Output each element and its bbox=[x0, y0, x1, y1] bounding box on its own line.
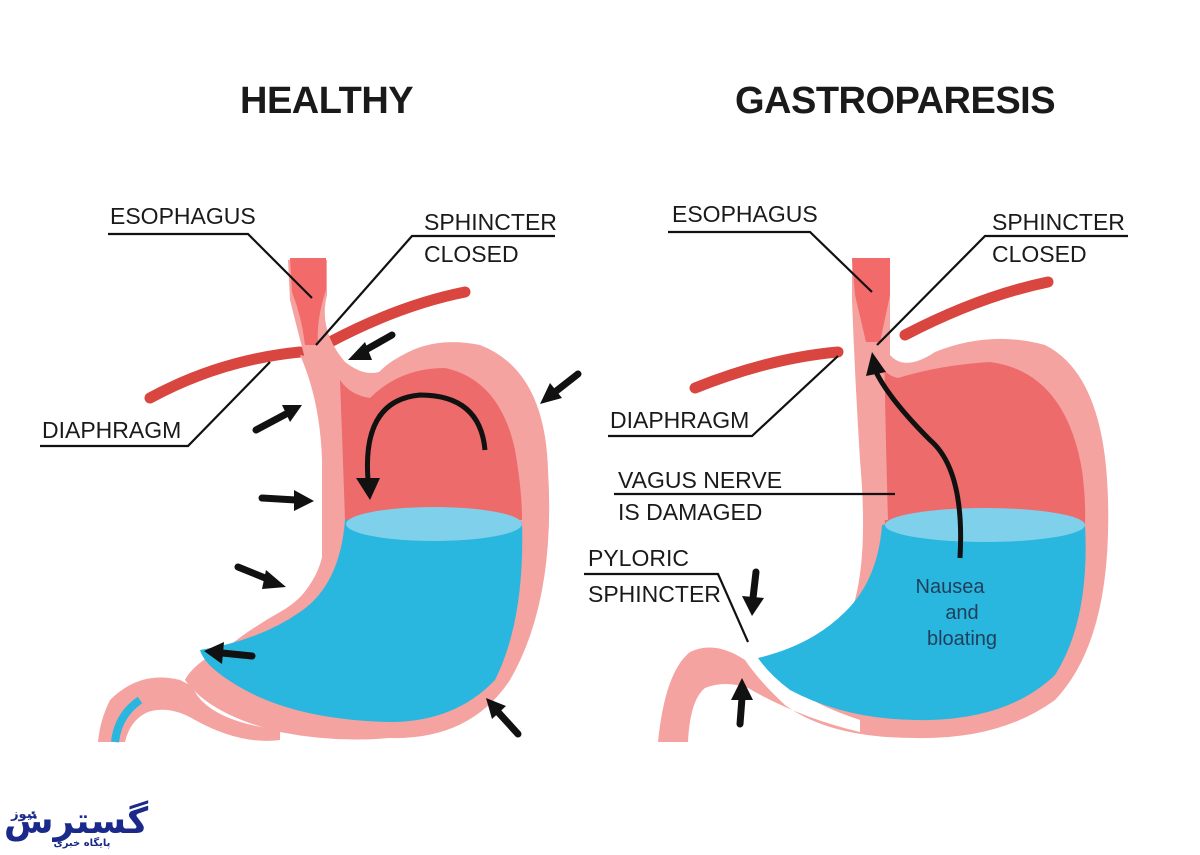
gp-fluid bbox=[758, 516, 1086, 721]
healthy-churn-arrow-head bbox=[356, 478, 380, 500]
healthy-esophagus-leader bbox=[108, 232, 313, 299]
gp-pyloric-leader bbox=[584, 572, 750, 643]
gp-diaphragm-leader bbox=[608, 355, 839, 438]
gp-pyloric-arrow-top-head bbox=[742, 596, 764, 616]
healthy-esophagus-label: ESOPHAGUS bbox=[110, 203, 256, 229]
gp-esophagus-leader bbox=[668, 230, 873, 293]
gp-sphincter-leader bbox=[876, 234, 1128, 346]
gp-pyloric-arrow-bottom-head bbox=[731, 678, 753, 700]
gp-diaphragm-label: DIAPHRAGM bbox=[610, 407, 749, 433]
watermark-logo: گسترش نیوز پایگاه خبری bbox=[4, 800, 148, 849]
logo-small-text: نیوز bbox=[10, 807, 37, 822]
gp-vagus-arrow bbox=[873, 370, 964, 559]
gastroparesis-title: GASTROPARESIS bbox=[735, 80, 1055, 122]
logo-main-text: گسترش bbox=[4, 800, 148, 842]
gp-sphincter-label-1: SPHINCTER bbox=[992, 209, 1125, 235]
healthy-duodenum-fluid bbox=[111, 696, 143, 743]
healthy-fluid-surface bbox=[346, 507, 522, 541]
healthy-panel: HEALTHY ESOPHAGUS bbox=[40, 80, 582, 743]
gp-diaphragm-left bbox=[689, 346, 844, 394]
healthy-diaphragm-right bbox=[324, 286, 471, 348]
gp-pyloric-arrow-top bbox=[749, 568, 760, 602]
gp-inner-text-3: bloating bbox=[927, 628, 997, 650]
gastroparesis-panel: GASTROPARESIS Nausea and bloating ESOPHA… bbox=[584, 80, 1128, 742]
gp-pyloric-arrow-bottom bbox=[736, 694, 746, 728]
gp-pyloric-label-2: SPHINCTER bbox=[588, 581, 721, 607]
healthy-fluid bbox=[200, 512, 523, 722]
gp-stomach-interior bbox=[878, 360, 1086, 525]
gp-inner-text-2: and bbox=[945, 602, 978, 624]
gp-esophagus-label: ESOPHAGUS bbox=[672, 201, 818, 227]
gp-vagus-arrow-head bbox=[866, 352, 886, 376]
healthy-esophagus-tube bbox=[290, 258, 326, 345]
healthy-pressure-arrows bbox=[204, 331, 582, 738]
healthy-diaphragm-left bbox=[144, 346, 306, 404]
gp-diaphragm-right bbox=[899, 276, 1054, 341]
gp-fluid-surface bbox=[885, 508, 1085, 542]
gp-sphincter-label-2: CLOSED bbox=[992, 241, 1087, 267]
gp-esophagus-tube bbox=[852, 258, 890, 342]
logo-sub-text: پایگاه خبری bbox=[54, 836, 111, 849]
healthy-diaphragm-leader bbox=[40, 361, 271, 448]
healthy-title: HEALTHY bbox=[240, 80, 413, 122]
gp-vagus-label-2: IS DAMAGED bbox=[618, 499, 762, 525]
healthy-sphincter-label-1: SPHINCTER bbox=[424, 209, 557, 235]
gp-pyloric-label-1: PYLORIC bbox=[588, 545, 689, 571]
healthy-sphincter-label-2: CLOSED bbox=[424, 241, 519, 267]
healthy-churn-arrow bbox=[364, 392, 488, 481]
healthy-diaphragm-label: DIAPHRAGM bbox=[42, 417, 181, 443]
healthy-sphincter-leader bbox=[315, 234, 555, 346]
gp-vagus-label-1: VAGUS NERVE bbox=[618, 467, 782, 493]
gp-inner-text-1: Nausea bbox=[916, 576, 986, 598]
